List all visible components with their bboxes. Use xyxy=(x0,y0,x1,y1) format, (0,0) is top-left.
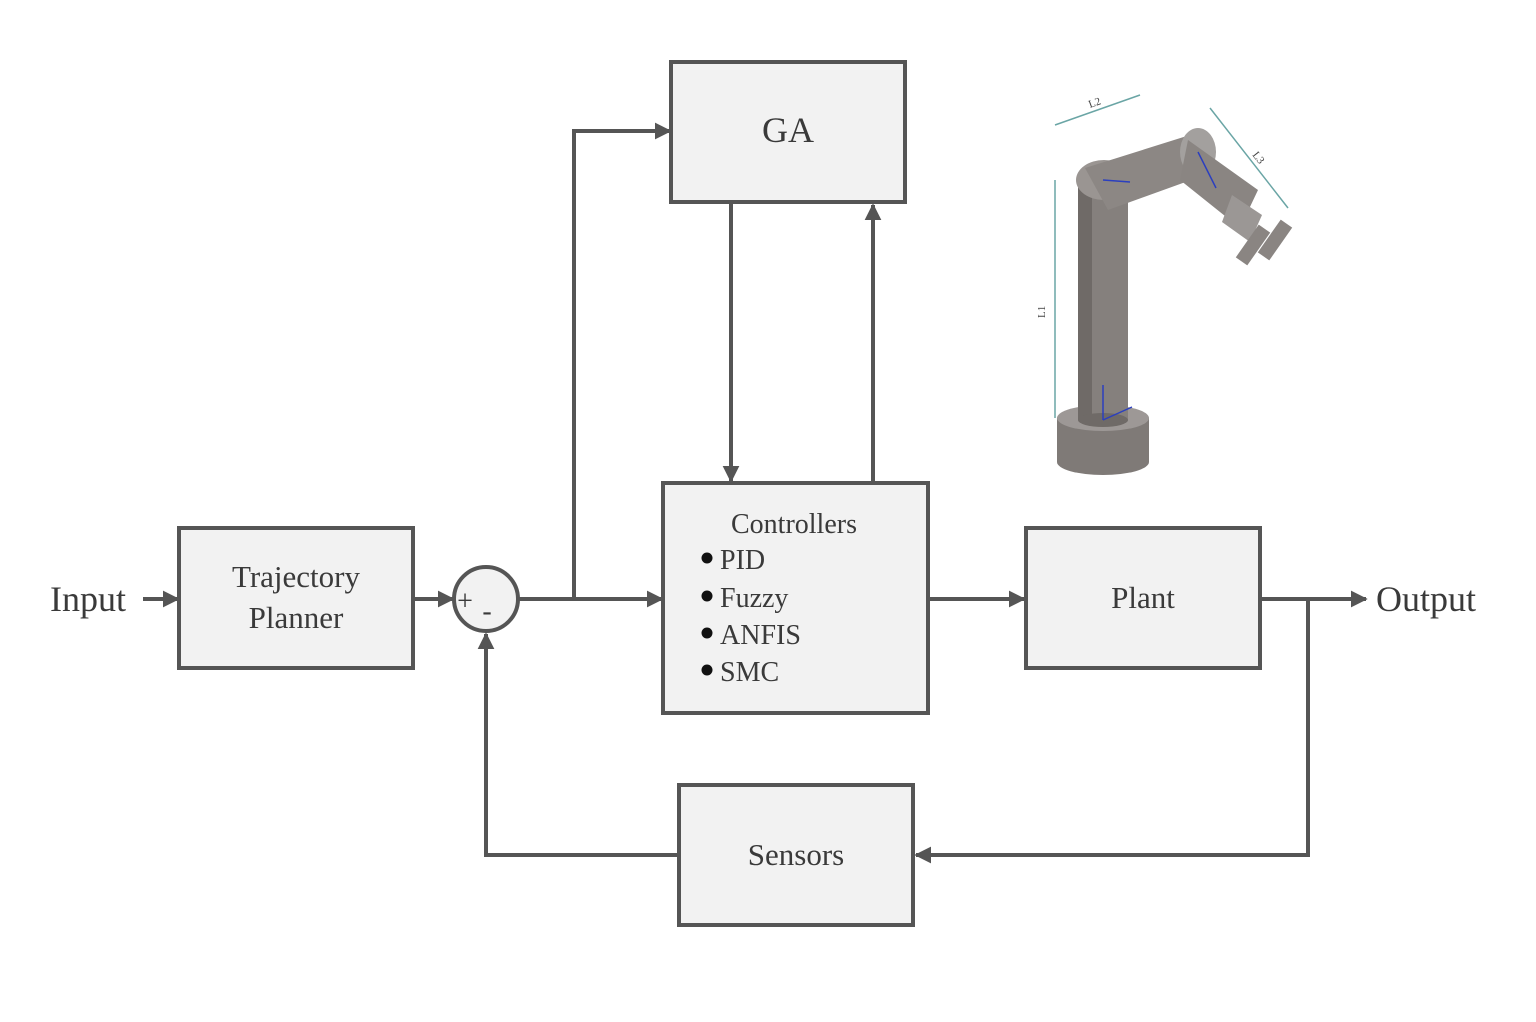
output-to-sensors-arrow xyxy=(914,599,1310,864)
error-to-ga-arrow xyxy=(572,122,672,599)
sum-plus-sign: + xyxy=(457,586,473,617)
bullet-icon xyxy=(701,664,713,676)
dimension-label-l2: L2 xyxy=(1087,95,1103,110)
controllers-title: Controllers xyxy=(731,509,857,540)
dimension-label-l1: L1 xyxy=(1036,306,1048,318)
trajectory-label-line1: Trajectory xyxy=(232,559,360,594)
controller-item-anfis: ANFIS xyxy=(720,620,801,651)
dimension-label-l3: L3 xyxy=(1250,149,1267,166)
bullet-icon xyxy=(701,552,713,564)
summing-junction: + - xyxy=(452,565,520,633)
ga-block: GA xyxy=(669,60,907,204)
robot-arm-icon: L1 L2 L3 xyxy=(1036,94,1293,475)
plant-block: Plant xyxy=(1024,526,1262,670)
controller-item-fuzzy: Fuzzy xyxy=(720,583,788,614)
sensors-to-sum-arrow xyxy=(477,632,679,857)
output-label: Output xyxy=(1376,579,1476,619)
plant-label: Plant xyxy=(1111,580,1175,615)
controllers-block: Controllers PID Fuzzy ANFIS SMC xyxy=(661,481,930,715)
trajectory-label-line2: Planner xyxy=(249,600,344,635)
ga-label: GA xyxy=(762,110,814,150)
input-label: Input xyxy=(50,579,126,619)
sum-minus-sign: - xyxy=(482,596,491,627)
controller-item-smc: SMC xyxy=(720,657,779,688)
bullet-icon xyxy=(701,590,713,602)
sensors-label: Sensors xyxy=(748,837,844,872)
trajectory-planner-block: Trajectory Planner xyxy=(177,526,415,670)
controller-item-pid: PID xyxy=(720,545,765,576)
sensors-block: Sensors xyxy=(677,783,915,927)
bullet-icon xyxy=(701,627,713,639)
